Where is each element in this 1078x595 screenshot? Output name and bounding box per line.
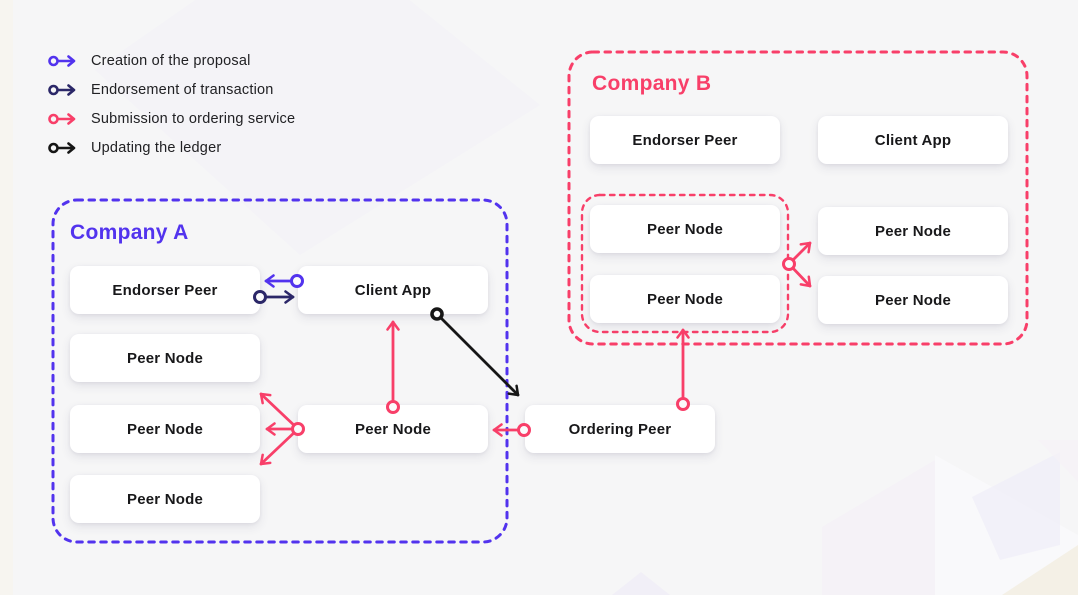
legend-item-creation: Creation of the proposal bbox=[48, 51, 295, 71]
arrow-legend-icon bbox=[48, 142, 76, 154]
node-peer-b-right-top: Peer Node bbox=[818, 207, 1008, 255]
legend: Creation of the proposal Endorsement of … bbox=[48, 51, 295, 167]
legend-label: Endorsement of transaction bbox=[91, 82, 274, 98]
arrow-ordering-to-peer-b bbox=[676, 328, 690, 411]
company-b-title: Company B bbox=[592, 72, 712, 95]
node-client-app-a: Client App bbox=[298, 266, 488, 314]
arrow-peer-b-fork bbox=[782, 241, 812, 288]
legend-label: Updating the ledger bbox=[91, 140, 222, 156]
node-peer-a-top: Peer Node bbox=[70, 334, 260, 382]
node-endorser-peer-a: Endorser Peer bbox=[70, 266, 260, 314]
node-peer-a-mid: Peer Node bbox=[298, 405, 488, 453]
legend-item-submission: Submission to ordering service bbox=[48, 109, 295, 129]
legend-item-endorsement: Endorsement of transaction bbox=[48, 80, 295, 100]
company-a-title: Company A bbox=[70, 221, 189, 244]
node-peer-a-middle: Peer Node bbox=[70, 405, 260, 453]
arrow-client-to-ordering bbox=[430, 307, 520, 397]
arrow-legend-icon bbox=[48, 113, 76, 125]
arrow-endorsement-of-transaction bbox=[253, 290, 295, 304]
arrow-peer-to-client-a bbox=[386, 320, 400, 414]
node-peer-b-right-bottom: Peer Node bbox=[818, 276, 1008, 324]
node-peer-b-inner-top: Peer Node bbox=[590, 205, 780, 253]
node-peer-a-bottom: Peer Node bbox=[70, 475, 260, 523]
legend-label: Submission to ordering service bbox=[91, 111, 296, 127]
legend-item-updating: Updating the ledger bbox=[48, 138, 295, 158]
node-ordering-peer: Ordering Peer bbox=[525, 405, 715, 453]
node-peer-b-inner-bottom: Peer Node bbox=[590, 275, 780, 323]
node-client-app-b: Client App bbox=[818, 116, 1008, 164]
node-endorser-peer-b: Endorser Peer bbox=[590, 116, 780, 164]
legend-label: Creation of the proposal bbox=[91, 53, 251, 69]
arrow-legend-icon bbox=[48, 84, 76, 96]
arrow-legend-icon bbox=[48, 55, 76, 67]
